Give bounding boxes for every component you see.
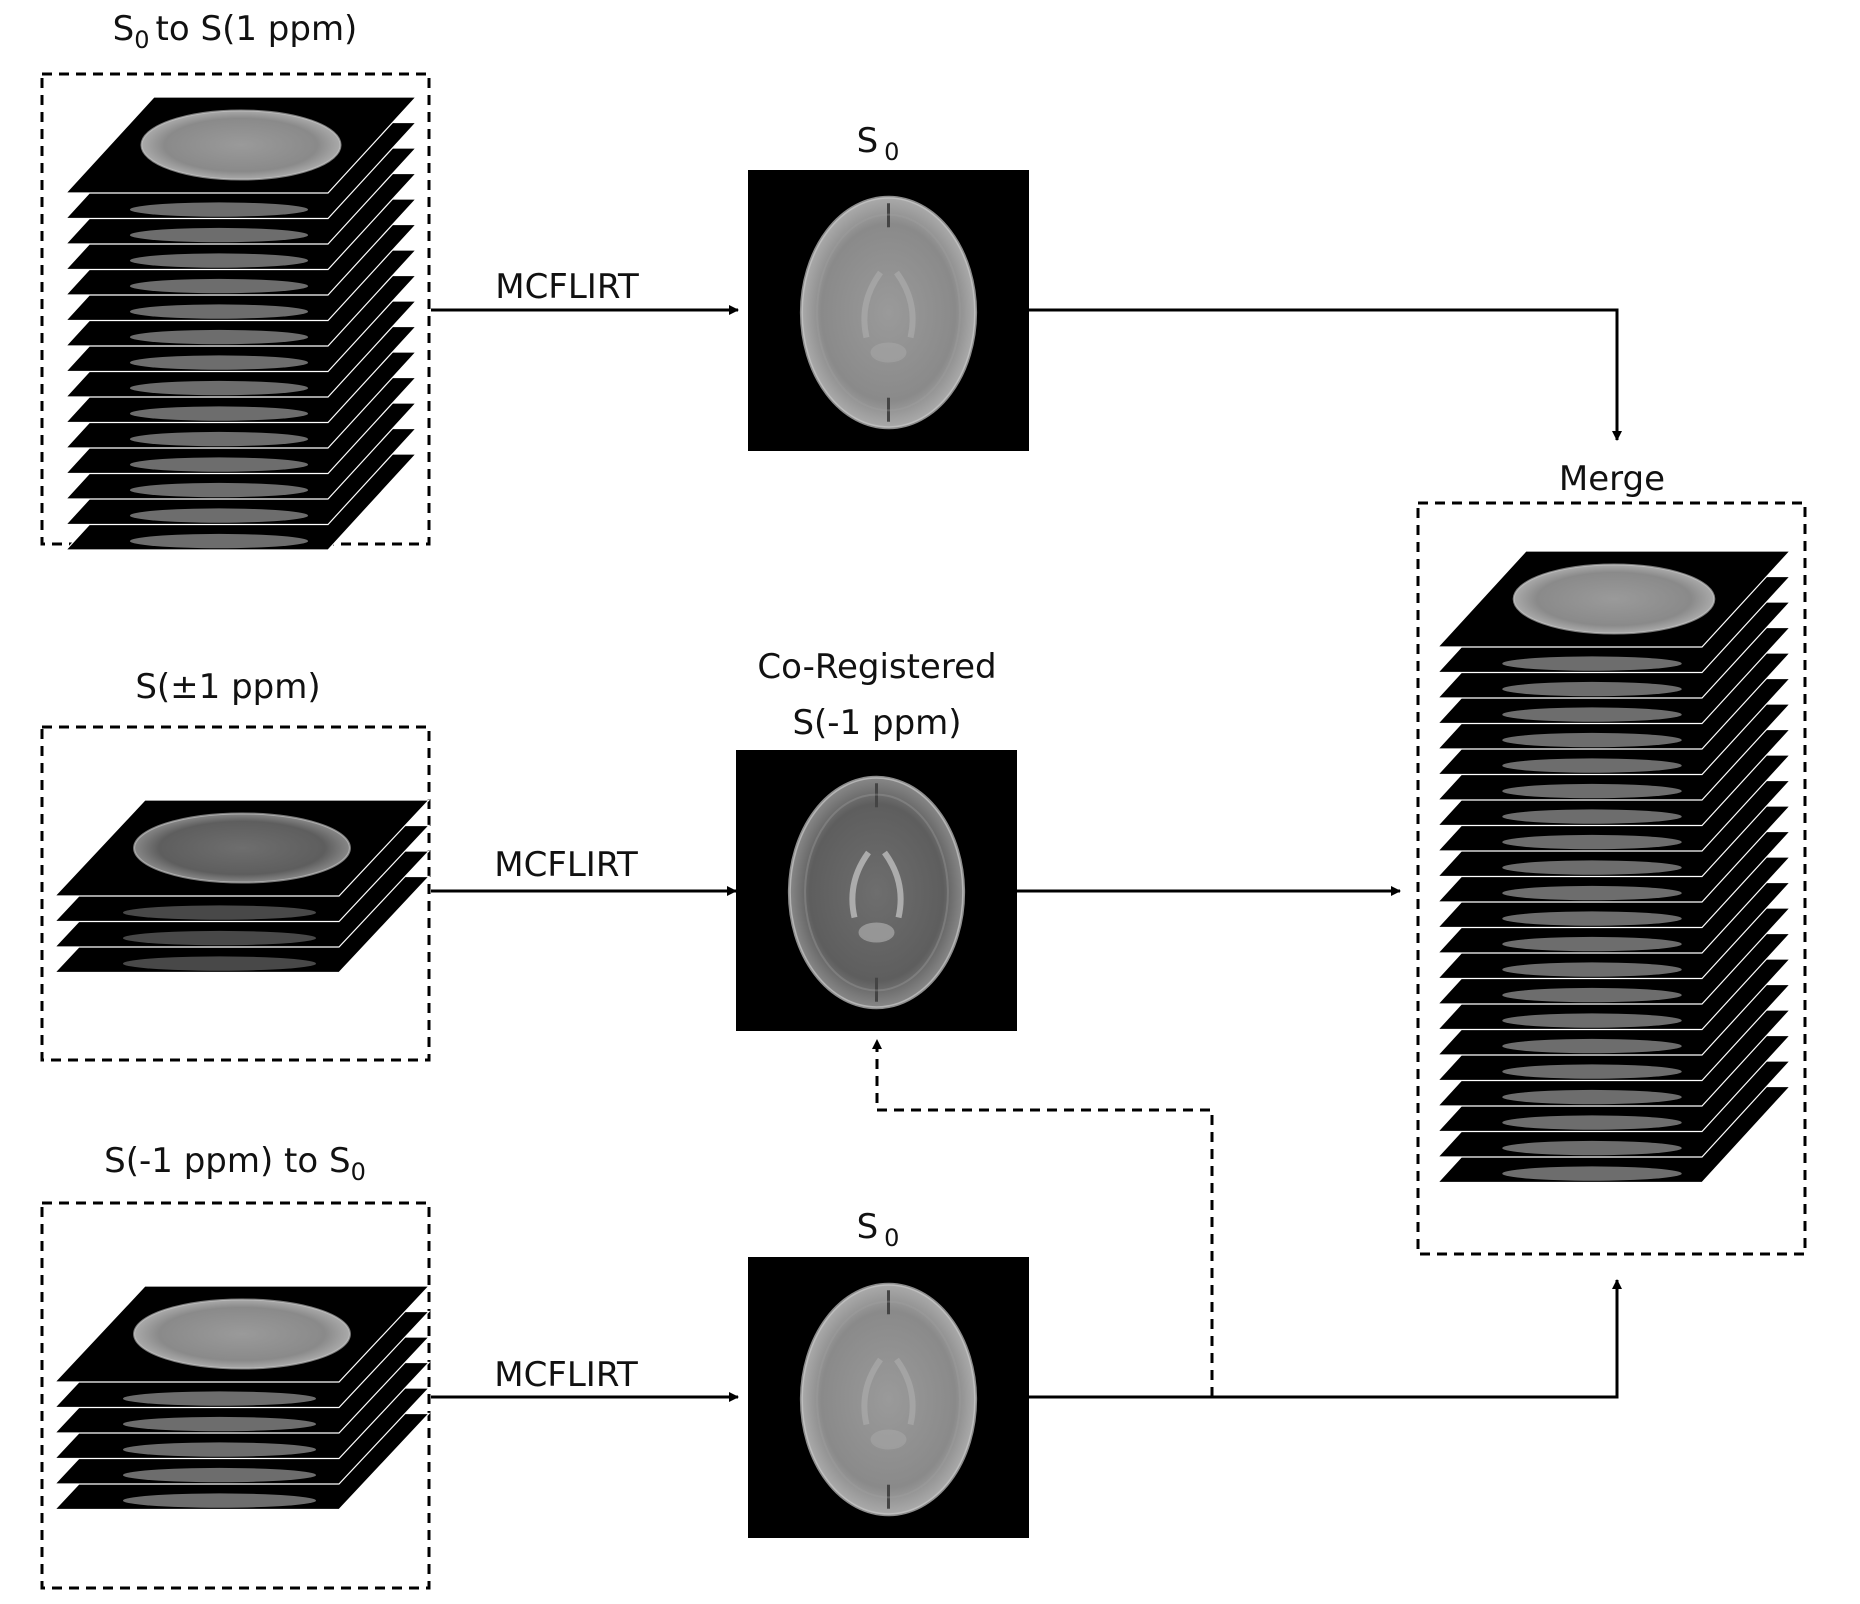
brain-image-bottom [799,1282,978,1517]
brain-sliver [129,457,309,472]
stack-bottom-label: S(-1 ppm) to S0 [104,1141,366,1186]
stack-middle-slices [53,799,431,974]
brain-sliver [129,202,309,217]
brain-shape [789,777,964,1008]
stack-top-frame [40,72,431,546]
stack-merge-frame [1416,501,1807,1256]
brain-sliver [129,278,309,294]
brain-sliver [122,930,317,946]
brain-sliver [122,905,317,920]
stack-merge-slices [1436,550,1792,1184]
stack-slice [1436,550,1792,648]
image-middle-label-line1: Co-Registered [757,647,996,687]
brain-sliver [1502,936,1682,952]
brain-sliver [1502,783,1682,799]
mcflirt-label-top: MCFLIRT [495,267,639,307]
brain-slice-top [134,813,350,883]
brain-sliver [1502,1140,1682,1156]
brain-sliver [129,329,309,345]
brain-sliver [122,1416,317,1432]
brain-sliver [1502,656,1682,671]
brain-sliver [1502,834,1682,850]
arrow-top-to-merge [1029,308,1622,441]
brain-sliver [1502,809,1682,824]
brain-slice-top [134,1299,350,1369]
stack-slice [53,799,431,897]
brain-sliver [1502,1038,1682,1054]
stack-bottom-slices [53,1285,431,1511]
brain-shape [801,1284,976,1515]
brain-sliver [1502,1064,1682,1079]
stack-bottom: S(-1 ppm) to S0 [40,1141,431,1590]
brain-sliver [122,1493,317,1508]
stack-slice [64,96,418,194]
brain-sliver [1502,758,1682,773]
brain-sliver [1502,681,1682,697]
arrow-reference-dashed [872,1039,1214,1397]
brain-shape [801,197,976,428]
brain-sliver [122,1442,317,1457]
brain-sliver [1502,885,1682,901]
brain-sliver [1502,1089,1682,1105]
brain-slice-top [141,110,341,180]
stack-merge: Merge [1416,459,1807,1256]
brain-sliver [1502,1013,1682,1028]
brain-sliver [1502,911,1682,926]
stack-middle-frame [40,725,431,1062]
brain-sliver [1502,707,1682,722]
brain-sliver [129,304,309,319]
brain-sliver [129,380,309,396]
brain-sliver [1502,962,1682,977]
brain-image-middle [787,775,966,1010]
image-middle: Co-Registered S(-1 ppm) [736,647,1017,1031]
arrow-bottom-to-merge [1029,1279,1622,1399]
stack-bottom-frame [40,1201,431,1590]
brain-sliver [129,431,309,447]
brain-image-top [799,195,978,430]
brain-sliver [1502,987,1682,1003]
merge-label: Merge [1559,459,1665,499]
brain-sliver [122,956,317,971]
arrows [431,305,1622,1402]
brain-sliver [122,1391,317,1406]
mcflirt-label-bottom: MCFLIRT [494,1355,638,1395]
image-middle-label-line2: S(-1 ppm) [792,703,961,743]
brain-sliver [129,227,309,243]
brain-sliver [1502,732,1682,748]
stack-slice [53,1285,431,1383]
brain-sliver [129,508,309,523]
stack-middle-label: S(±1 ppm) [135,667,320,707]
brain-sliver [129,253,309,268]
brain-sliver [1502,860,1682,875]
mcflirt-label-middle: MCFLIRT [494,845,638,885]
brain-sliver [129,482,309,498]
brain-slice-top [1513,564,1715,634]
stack-middle: S(±1 ppm) [40,667,431,1062]
brain-sliver [1502,1166,1682,1181]
brain-sliver [129,355,309,370]
stack-top-slices [64,96,418,551]
brain-sliver [129,406,309,421]
brain-sliver [122,1467,317,1483]
brain-sliver [129,533,309,549]
brain-sliver [1502,1115,1682,1130]
